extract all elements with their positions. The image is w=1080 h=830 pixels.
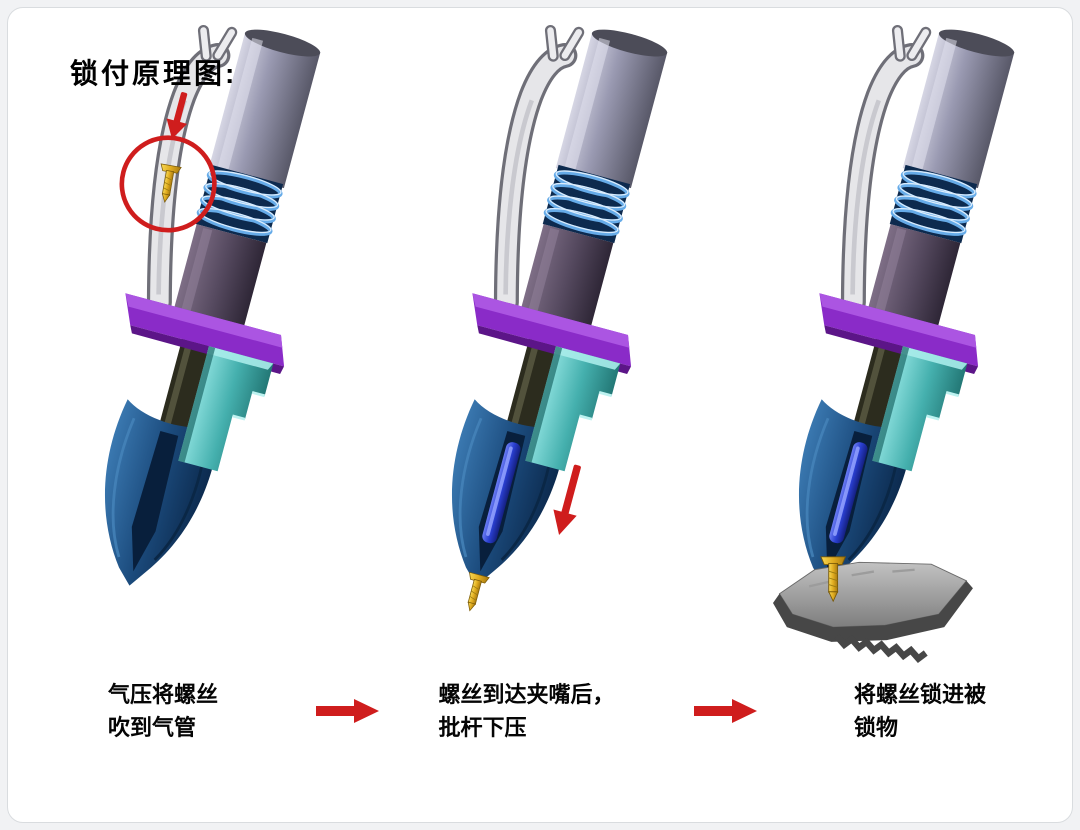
caption-stage-3-line1: 将螺丝锁进被 bbox=[853, 682, 986, 707]
blow-direction-arrow-icon bbox=[167, 92, 188, 140]
caption-stage-2: 螺丝到达夹嘴后， 批杆下压 bbox=[438, 678, 670, 744]
highlight-circle-icon bbox=[120, 135, 218, 233]
captions-row: 气压将螺丝 吹到气管 螺丝到达夹嘴后， 批杆下压 将螺丝锁进被 锁物 bbox=[20, 678, 1060, 744]
caption-stage-1-line1: 气压将螺丝 bbox=[108, 682, 219, 707]
caption-stage-3-line2: 锁物 bbox=[853, 715, 898, 740]
caption-stage-1: 气压将螺丝 吹到气管 bbox=[108, 678, 292, 744]
caption-stage-2-line2: 批杆下压 bbox=[438, 715, 527, 740]
caption-stage-2-line1: 螺丝到达夹嘴后， bbox=[438, 682, 615, 707]
panel-stage-2 bbox=[367, 18, 714, 666]
serrated-edge bbox=[834, 634, 928, 663]
page-title: 锁付原理图: bbox=[70, 58, 238, 89]
caption-stage-3: 将螺丝锁进被 锁物 bbox=[854, 678, 1060, 744]
panels-row bbox=[20, 18, 1060, 666]
caption-stage-1-line2: 吹到气管 bbox=[108, 715, 197, 740]
step-arrow-icon bbox=[316, 699, 380, 723]
mechanism-stage-1 bbox=[54, 18, 332, 666]
mechanism-stage-3 bbox=[748, 18, 1026, 663]
workpiece-plate bbox=[772, 561, 973, 663]
panel-stage-3 bbox=[713, 18, 1060, 666]
panel-stage-1 bbox=[20, 18, 367, 666]
mechanism-stage-2 bbox=[401, 18, 679, 666]
screw-at-nozzle-icon bbox=[459, 571, 490, 614]
step-arrow-icon bbox=[693, 699, 757, 723]
press-down-arrow-icon bbox=[553, 464, 582, 535]
diagram-card: 锁付原理图: bbox=[7, 7, 1073, 823]
